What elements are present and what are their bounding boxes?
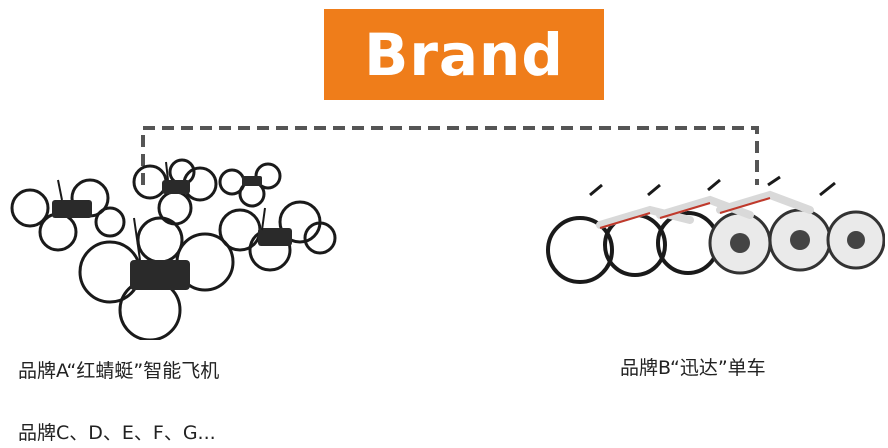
drone-group-icon (10, 158, 337, 340)
other-brands-caption: 品牌C、D、E、F、G... (18, 422, 216, 444)
brand-b-caption: 品牌B“迅达”单车 (620, 357, 766, 379)
brand-a-caption: 品牌A“红蜻蜓”智能飞机 (18, 360, 220, 382)
brand-label: Brand (364, 20, 564, 89)
brand-box: Brand (324, 9, 604, 100)
bicycle-group-icon (546, 175, 885, 284)
